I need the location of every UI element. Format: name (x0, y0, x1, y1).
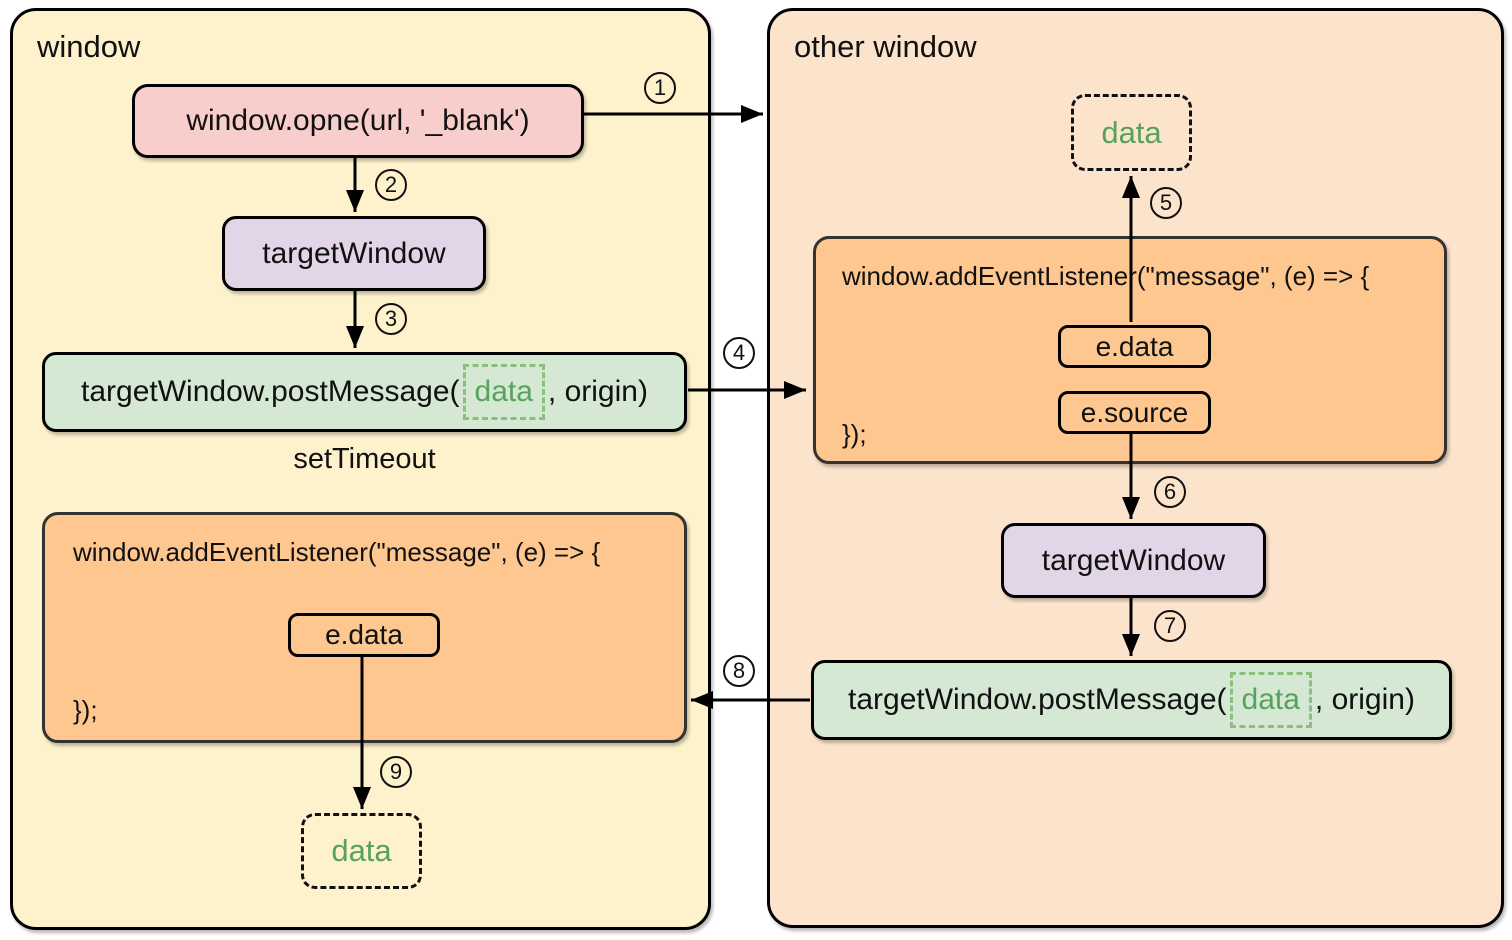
post-message-data-right: data (1229, 672, 1312, 728)
other-window-panel: other window (767, 8, 1504, 928)
window-open-box: window.opne(url, '_blank') (132, 84, 584, 158)
step-3-number: 3 (384, 306, 398, 331)
post-message-prefix-right: targetWindow.postMessage( (848, 683, 1227, 716)
post-message-suffix-left: , origin) (547, 375, 648, 408)
post-message-prefix-left: targetWindow.postMessage( (81, 375, 460, 408)
target-window-label-right: targetWindow (1041, 543, 1226, 577)
step-2-badge: 2 (375, 169, 407, 201)
step-6-badge: 6 (1154, 476, 1186, 508)
step-9-badge: 9 (380, 756, 412, 788)
window-open-label: window.opne(url, '_blank') (186, 104, 530, 137)
message-listener-box-right: window.addEventListener("message", (e) =… (813, 236, 1447, 464)
listener-header-left: window.addEventListener("message", (e) =… (73, 537, 601, 567)
target-window-label-left: targetWindow (262, 236, 446, 270)
step-1-number: 1 (653, 75, 667, 100)
post-message-suffix-right: , origin) (1314, 683, 1415, 716)
step-7-number: 7 (1163, 613, 1177, 638)
post-message-box-right: targetWindow.postMessage(data, origin) (811, 660, 1452, 740)
data-box-left: data (301, 813, 422, 889)
step-3-badge: 3 (375, 303, 407, 335)
step-8-badge: 8 (723, 655, 755, 687)
post-message-box-left: targetWindow.postMessage(data, origin) (42, 352, 687, 432)
step-9-number: 9 (389, 759, 403, 784)
listener-header-right: window.addEventListener("message", (e) =… (842, 261, 1370, 291)
message-listener-box-left: window.addEventListener("message", (e) =… (42, 512, 687, 743)
other-window-panel-title: other window (794, 29, 977, 64)
e-source-box-right: e.source (1058, 391, 1211, 434)
target-window-box-right: targetWindow (1001, 523, 1266, 598)
step-7-badge: 7 (1154, 610, 1186, 642)
listener-footer-right: }); (842, 419, 867, 449)
step-5-number: 5 (1159, 190, 1173, 215)
e-data-box-left: e.data (288, 613, 440, 657)
step-1-badge: 1 (644, 72, 676, 104)
data-label-left: data (331, 833, 392, 868)
step-4-badge: 4 (723, 337, 755, 369)
listener-footer-left: }); (73, 695, 98, 725)
set-timeout-label: setTimeout (293, 443, 436, 475)
target-window-box-left: targetWindow (222, 216, 486, 291)
e-source-label-right: e.source (1080, 396, 1189, 428)
data-label-right: data (1101, 114, 1162, 150)
window-panel-title: window (37, 29, 141, 64)
post-message-data-left: data (462, 364, 545, 420)
e-data-label-right: e.data (1095, 330, 1174, 362)
step-2-number: 2 (384, 172, 398, 197)
e-data-box-right: e.data (1058, 325, 1211, 368)
step-4-number: 4 (732, 340, 746, 365)
data-box-right: data (1071, 94, 1192, 171)
step-8-number: 8 (732, 658, 746, 683)
step-6-number: 6 (1163, 479, 1177, 504)
step-5-badge: 5 (1150, 187, 1182, 219)
e-data-label-left: e.data (325, 619, 403, 650)
